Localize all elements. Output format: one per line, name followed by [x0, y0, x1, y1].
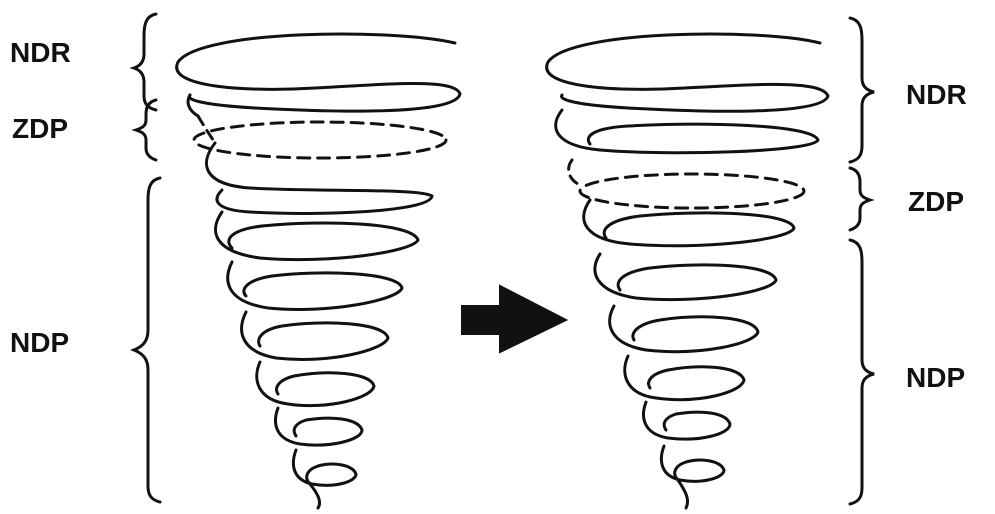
right-spiral-loop-9 [661, 446, 724, 481]
left-spiral-loop-7 [257, 362, 374, 406]
left-spiral-dashed-loop [194, 122, 446, 158]
right-brace-ndp [850, 240, 874, 504]
left-spiral-loop-1 [177, 34, 460, 111]
right-label-ndr: NDR [906, 79, 967, 110]
right-spiral-loop-2 [556, 110, 818, 153]
left-brace-ndp [134, 178, 160, 502]
left-brace-ndr [134, 14, 156, 110]
right-spiral-loop-8 [644, 402, 730, 439]
left-spiral-loop-6 [242, 312, 388, 359]
right-brace-ndr [850, 18, 874, 162]
left-spiral-loop-5 [228, 262, 402, 309]
right-spiral-dashed-loop [580, 174, 804, 208]
right-spiral-loop-3 [569, 160, 578, 184]
right-spiral-loop-4 [584, 200, 794, 246]
right-spiral-loop-5 [595, 254, 776, 300]
right-label-zdp: ZDP [908, 186, 964, 217]
right-spiral-loop-7 [625, 356, 744, 400]
left-spiral-tail [310, 484, 320, 508]
right-label-ndp: NDP [906, 362, 965, 393]
left-label-ndp: NDP [10, 327, 69, 358]
transition-arrow [462, 286, 566, 352]
right-spiral-loop-6 [610, 306, 758, 352]
left-spiral-loop-4 [216, 212, 418, 260]
left-spiral [177, 34, 460, 508]
right-brace-zdp [850, 168, 870, 230]
right-spiral-tail [678, 480, 688, 508]
left-label-ndr: NDR [10, 37, 71, 68]
right-spiral-loop-1 [547, 34, 828, 111]
right-spiral [547, 34, 828, 508]
left-label-zdp: ZDP [12, 113, 68, 144]
left-spiral-loop-9 [293, 450, 356, 485]
left-spiral-loop-8 [276, 408, 362, 445]
